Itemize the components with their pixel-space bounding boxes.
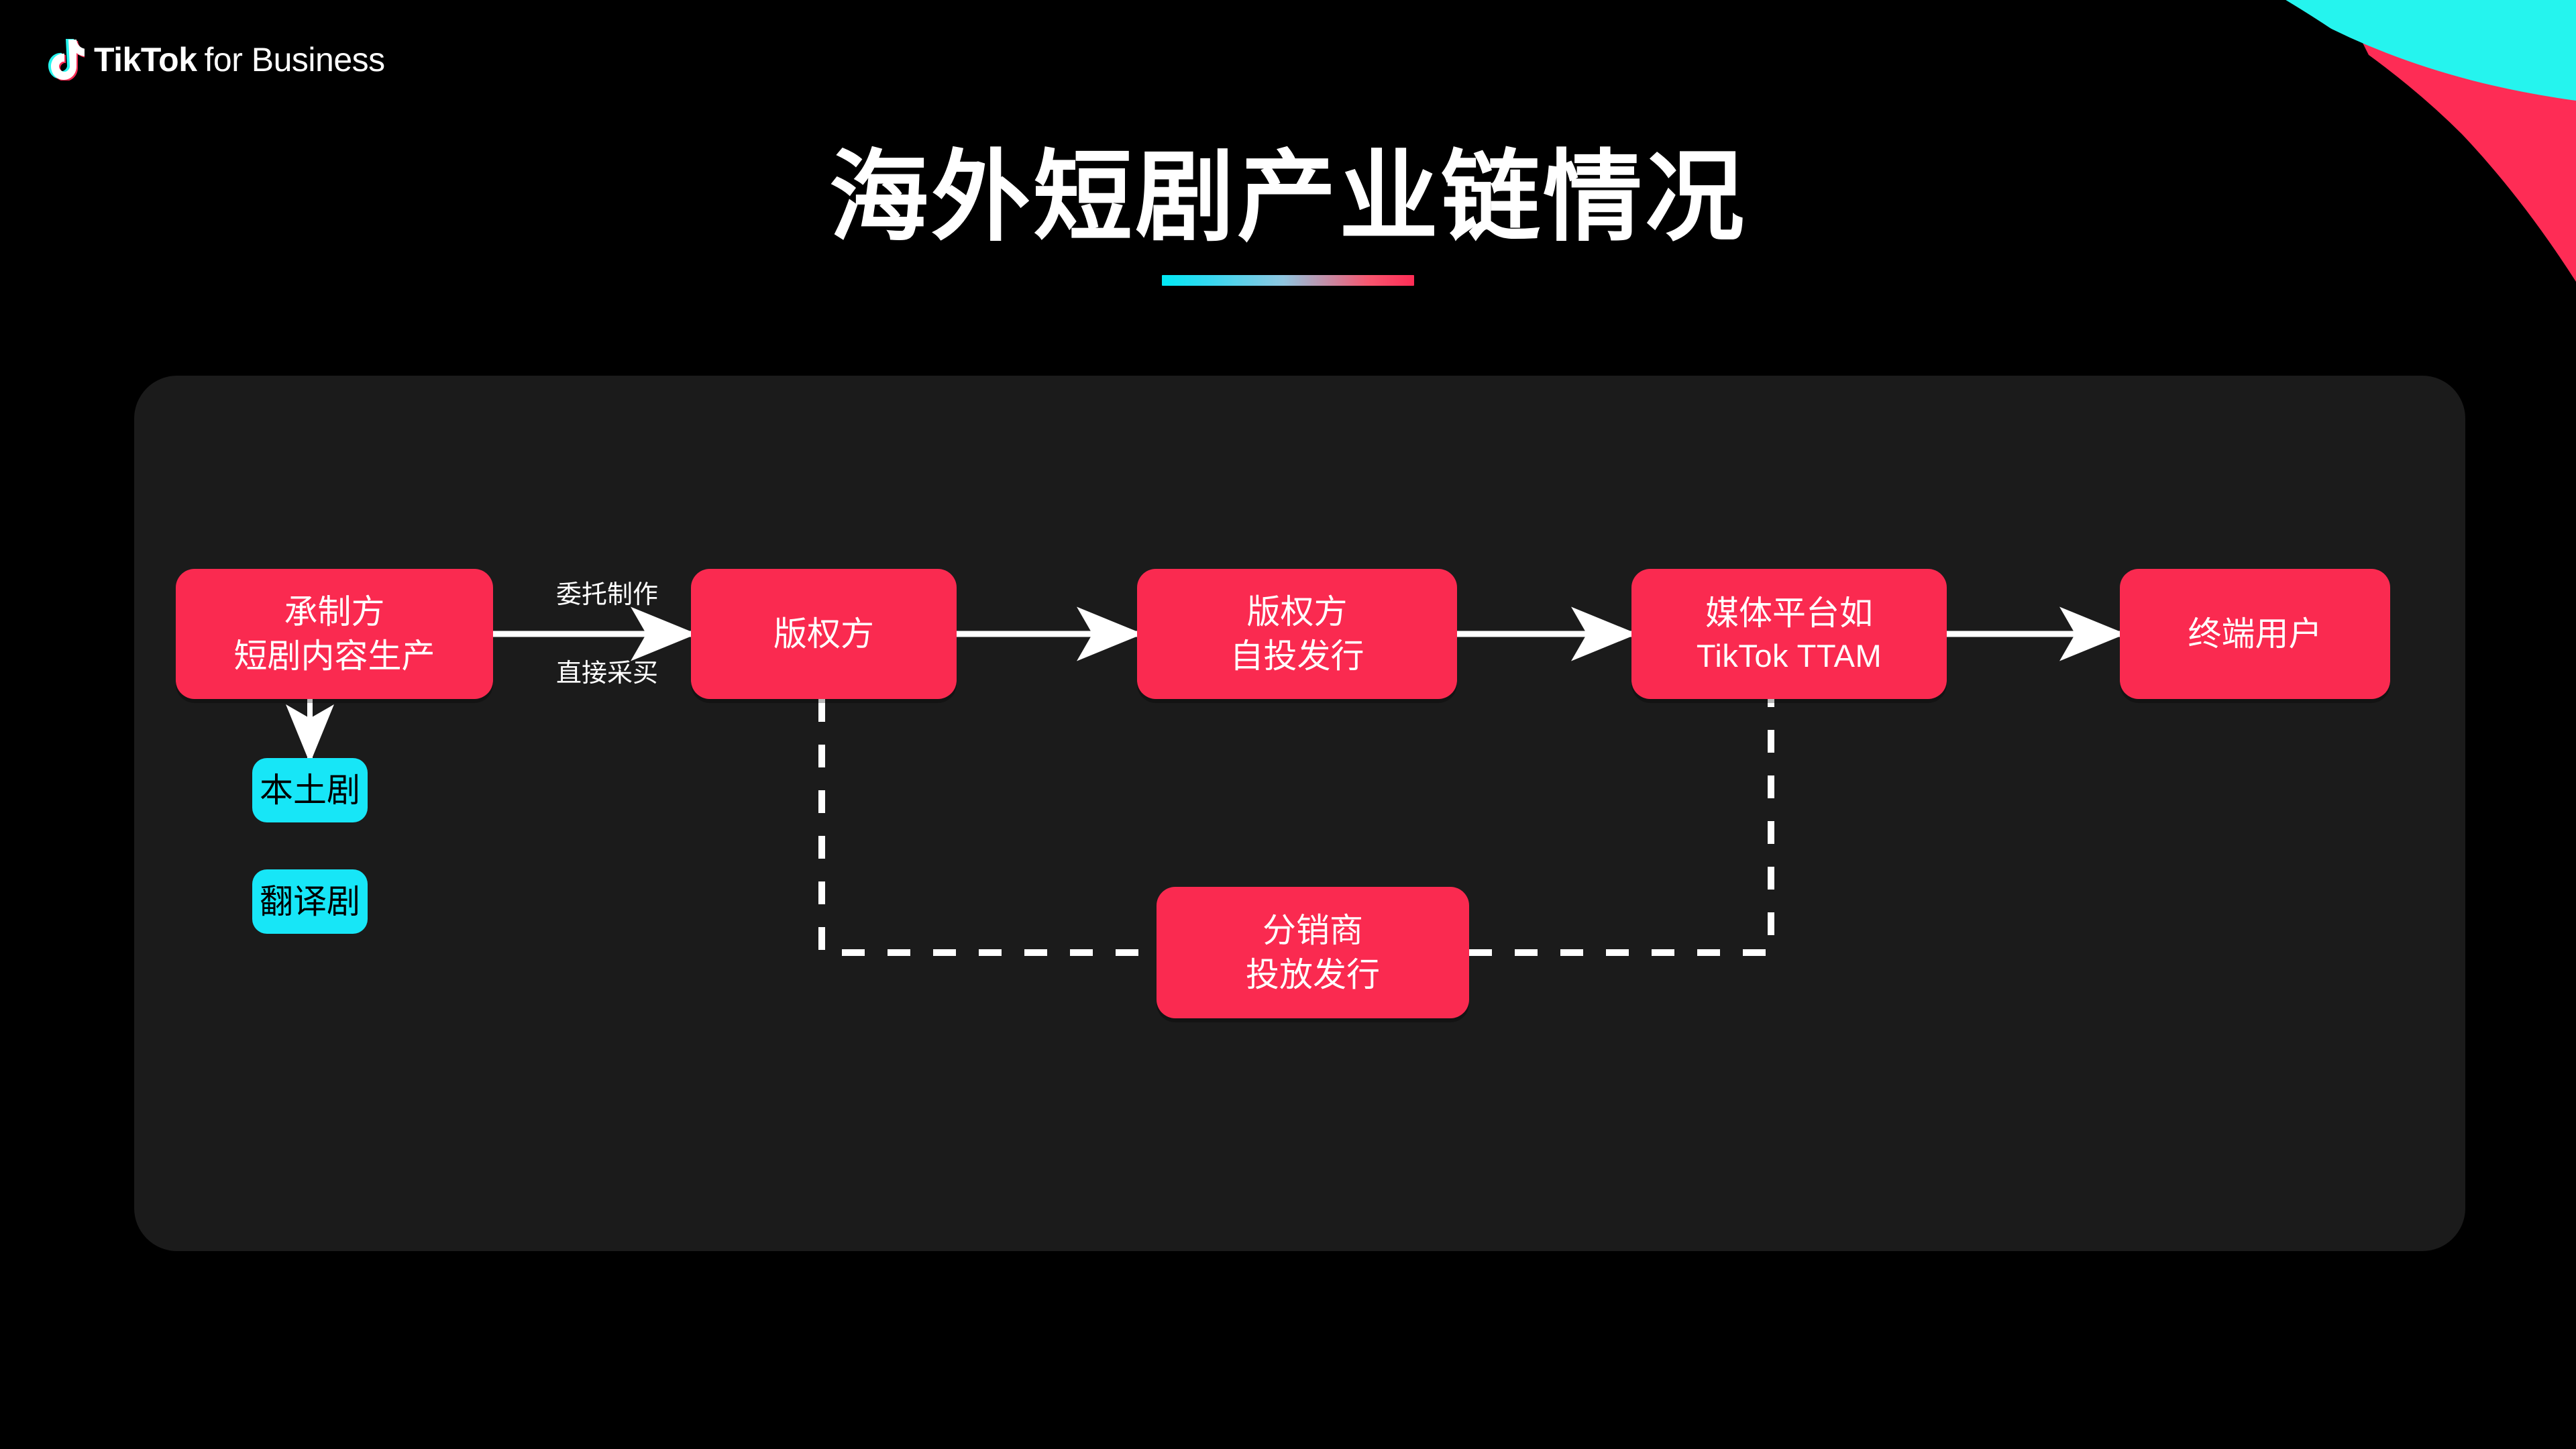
node-distributor[interactable]: 分销商 投放发行	[1157, 887, 1469, 1018]
tiktok-note-icon	[47, 39, 87, 81]
node-local-drama-line1: 本土剧	[260, 771, 360, 809]
node-translated-drama-line1: 翻译剧	[260, 883, 360, 920]
node-rights-holder-line1: 版权方	[773, 615, 874, 653]
node-self-distribution-line1: 版权方	[1246, 593, 1348, 631]
node-translated-drama[interactable]: 翻译剧	[252, 869, 368, 934]
node-producer[interactable]: 承制方 短剧内容生产	[176, 569, 493, 699]
edge-rights-to-distributor-dashed	[818, 699, 1157, 956]
node-end-user-line1: 终端用户	[2188, 615, 2322, 653]
node-media-platform-line2: TikTok TTAM	[1696, 637, 1882, 674]
node-self-distribution[interactable]: 版权方 自投发行	[1137, 569, 1457, 699]
node-distributor-line2: 投放发行	[1246, 956, 1380, 994]
title-gradient-rule	[1162, 275, 1414, 286]
tiktok-note-svg	[48, 39, 87, 81]
page-title: 海外短剧产业链情况	[829, 142, 1747, 253]
diagram-panel: 承制方 短剧内容生产 版权方 版权方 自投发行 媒体平台如 TikTok TTA…	[134, 376, 2465, 1251]
node-producer-line1: 承制方	[284, 593, 385, 631]
brand-name: TikTok	[94, 41, 197, 78]
page-title-block: 海外短剧产业链情况	[0, 141, 2576, 286]
node-end-user[interactable]: 终端用户	[2120, 569, 2390, 699]
node-self-distribution-line2: 自投发行	[1230, 637, 1364, 675]
corner-cyan-band	[2282, 0, 2576, 101]
node-local-drama[interactable]: 本土剧	[252, 758, 368, 822]
brand-text: TikTok for Business	[94, 40, 385, 79]
flowchart-connectors	[286, 606, 2126, 956]
supply-chain-flowchart: 承制方 短剧内容生产 版权方 版权方 自投发行 媒体平台如 TikTok TTA…	[134, 376, 2465, 1251]
node-producer-line2: 短剧内容生产	[233, 637, 435, 675]
node-rights-holder[interactable]: 版权方	[691, 569, 957, 699]
brand-lockup: TikTok for Business	[47, 39, 385, 81]
edge-label-direct-purchase: 直接采买	[555, 659, 658, 688]
node-media-platform-line1: 媒体平台如	[1705, 594, 1873, 632]
edge-label-commission: 委托制作	[555, 581, 658, 609]
node-distributor-line1: 分销商	[1263, 912, 1363, 949]
brand-suffix: for Business	[204, 41, 386, 78]
edge-distributor-to-platform-dashed	[1469, 699, 1774, 956]
node-media-platform[interactable]: 媒体平台如 TikTok TTAM	[1631, 569, 1947, 699]
